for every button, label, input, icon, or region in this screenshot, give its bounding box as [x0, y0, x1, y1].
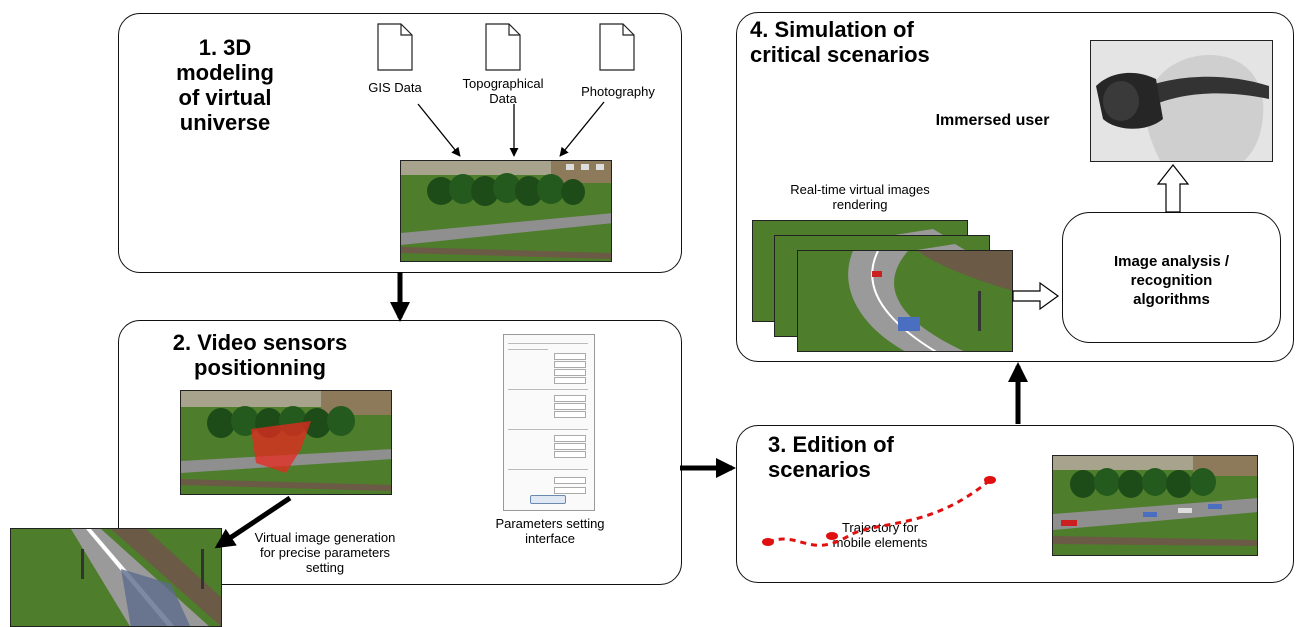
analysis-label: Image analysis / recognition algorithms	[1113, 253, 1230, 308]
3d-scene-image	[400, 160, 612, 262]
scenario-scene-image	[1052, 455, 1258, 556]
sensor-scene-image	[180, 390, 392, 495]
source-label-gis: GIS Data	[368, 80, 422, 95]
parameters-interface-panel	[503, 334, 595, 511]
source-label-topographical: Topographical Data	[462, 76, 544, 106]
virtual-image-label: Virtual image generation for precise par…	[254, 530, 396, 575]
section-1-title: 1. 3D modeling of virtual universe	[176, 35, 274, 135]
section-2-title: 2. Video sensors positionning	[172, 330, 348, 380]
section-3-title: 3. Edition of scenarios	[768, 432, 894, 482]
apply-button	[530, 495, 566, 504]
document-icon	[599, 23, 635, 71]
image-analysis-box	[1062, 212, 1281, 343]
parameters-label: Parameters setting interface	[495, 516, 605, 546]
immersed-user-label: Immersed user	[935, 112, 1050, 129]
document-icon	[485, 23, 521, 71]
render-frame-front	[797, 250, 1013, 352]
vr-headset-icon	[1090, 40, 1273, 162]
source-label-photography: Photography	[581, 84, 655, 99]
virtual-image	[10, 528, 222, 627]
document-icon	[377, 23, 413, 71]
rendering-label: Real-time virtual images rendering	[790, 182, 930, 212]
section-4-title: 4. Simulation of critical scenarios	[750, 17, 930, 67]
